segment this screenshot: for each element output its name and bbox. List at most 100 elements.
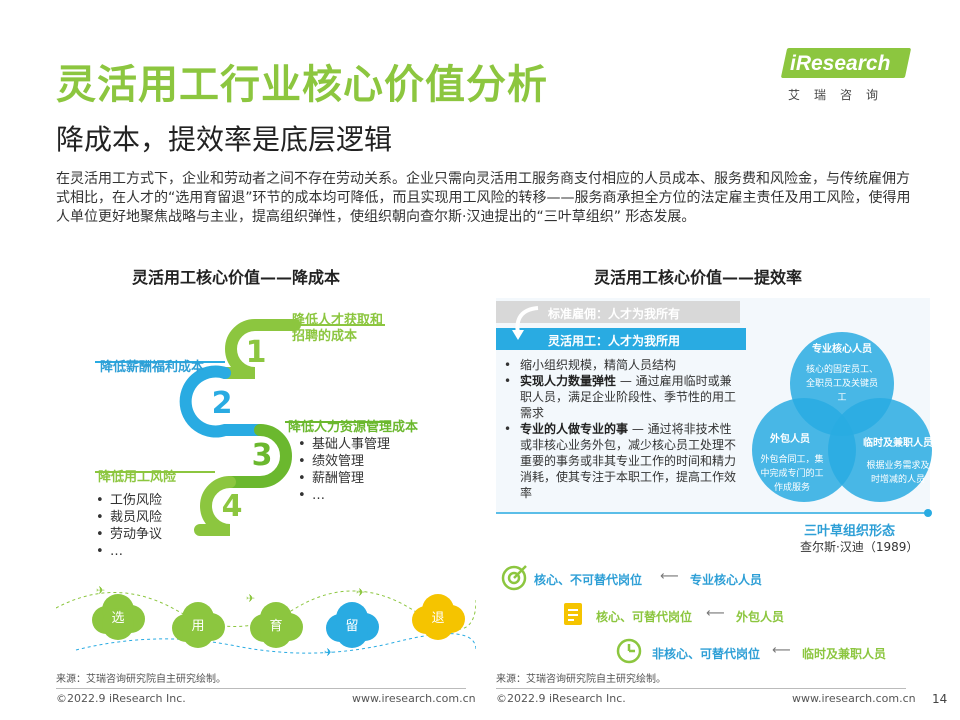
standard-employment-bar	[496, 301, 740, 323]
step-3-label: 降低人力资源管理成本	[288, 420, 419, 435]
list-item: …	[96, 543, 162, 560]
logo-brand-text: iResearch	[790, 52, 891, 75]
list-item: 专业的人做专业的事 — 通过将非技术性或非核心业务外包，减少核心员工处理不重要的…	[504, 421, 736, 501]
step-2-label: 降低薪酬福利成本	[100, 360, 205, 375]
arrow-left-icon: ⟵	[706, 606, 725, 621]
plane-icon: ✈	[324, 646, 333, 659]
right-section-heading: 灵活用工核心价值——提效率	[594, 268, 803, 287]
bullet-bold: 实现人力数量弹性	[520, 374, 617, 388]
shamrock-label: 三叶草组织形态	[804, 524, 896, 539]
plane-icon: ✈	[96, 584, 105, 597]
arrow-left-icon: ⟵	[660, 569, 679, 584]
bullet-text: 缩小组织规模，精简人员结构	[520, 358, 677, 372]
logo-cn-text: 艾瑞咨询	[788, 88, 893, 102]
right-footer-divider	[496, 688, 906, 689]
list-item: 绩效管理	[298, 453, 390, 470]
cloud-label: 退	[431, 611, 444, 626]
step-1-label: 降低人才获取和 招聘的成本	[292, 313, 383, 345]
venn-temp-desc: 根据业务需求及	[866, 459, 929, 471]
list-item: 基础人事管理	[298, 436, 390, 453]
iresearch-logo: iResearch 艾瑞咨询	[780, 48, 916, 106]
right-footer-copyright: ©2022.9 iResearch Inc.	[496, 692, 626, 705]
venn-temp-desc: 时增减的人员	[871, 473, 925, 485]
row-1-right: 专业核心人员	[690, 573, 763, 587]
intro-paragraph: 在灵活用工方式下，企业和劳动者之间不存在劳动关系。企业只需向灵活用工服务商支付相…	[56, 171, 911, 225]
cloud-label: 选	[111, 611, 124, 626]
efficiency-bullets: 缩小组织规模，精简人员结构 实现人力数量弹性 — 通过雇用临时或兼职人员，满足企…	[504, 357, 736, 501]
standard-employment-label: 标准雇佣：人才为我所有	[548, 307, 681, 321]
right-panel-bottom-line	[496, 509, 932, 517]
plane-icon: ✈	[356, 586, 365, 599]
left-source-note: 来源：艾瑞咨询研究院自主研究绘制。	[56, 674, 226, 685]
step-2-arc	[179, 365, 266, 438]
venn-outsource-desc: 中完成专门的工	[760, 467, 823, 479]
list-item: 缩小组织规模，精简人员结构	[504, 357, 736, 373]
author-citation: 查尔斯·汉迪（1989）	[800, 540, 919, 554]
cloud-label: 育	[269, 618, 282, 634]
flexible-employment-bar	[496, 328, 746, 350]
row-3-left: 非核心、可替代岗位	[652, 647, 761, 661]
left-footer-divider	[56, 688, 466, 689]
list-item: 实现人力数量弹性 — 通过雇用临时或兼职人员，满足企业阶段性、季节性的用工需求	[504, 373, 736, 421]
step-2-number: 2	[212, 386, 233, 421]
page-title: 灵活用工行业核心价值分析	[56, 62, 548, 108]
step-1-arc	[219, 319, 301, 379]
page-number: 14	[932, 692, 948, 706]
left-footer-url: www.iresearch.com.cn	[352, 692, 476, 705]
left-section-heading: 灵活用工核心价值——降成本	[132, 268, 341, 287]
list-item: 劳动争议	[96, 526, 162, 543]
step-1-number: 1	[246, 335, 267, 370]
venn-core-title: 专业核心人员	[812, 342, 872, 355]
step-1-label-line2: 招聘的成本	[292, 329, 358, 344]
list-item: …	[298, 487, 390, 504]
venn-outsource-title: 外包人员	[769, 432, 810, 445]
venn-temp-title: 临时及兼职人员	[863, 436, 933, 449]
plane-icon: ✈	[246, 592, 255, 605]
cloud-5: 退	[412, 594, 465, 640]
document-icon	[564, 603, 582, 625]
step-4-number: 4	[222, 489, 243, 524]
venn-core-desc: 工	[837, 393, 846, 403]
list-item: 薪酬管理	[298, 470, 390, 487]
step-4-label: 降低用工风险	[98, 470, 177, 485]
venn-core-desc: 核心的固定员工、	[806, 363, 878, 375]
list-item: 裁员风险	[96, 509, 162, 526]
row-2-left: 核心、可替代岗位	[596, 610, 693, 624]
venn-core-desc: 全职员工及关键员	[806, 377, 878, 389]
step-3-arc	[224, 424, 292, 488]
bullet-bold: 专业的人做专业的事	[520, 422, 629, 436]
venn-outsource-desc: 外包合同工，集	[760, 453, 823, 465]
flexible-employment-label: 灵活用工：人才为我所用	[548, 334, 681, 348]
cloud-3: 育	[250, 602, 303, 648]
step-1-label-line1: 降低人才获取和	[292, 313, 384, 328]
target-icon	[501, 565, 527, 591]
left-footer-copyright: ©2022.9 iResearch Inc.	[56, 692, 186, 705]
step-4-arc	[194, 476, 236, 536]
right-source-note: 来源：艾瑞咨询研究院自主研究绘制。	[496, 674, 666, 685]
step-3-number: 3	[252, 438, 273, 473]
curve-arrow-icon	[512, 306, 539, 340]
cloud-label: 用	[191, 619, 204, 634]
clock-icon	[616, 638, 642, 664]
shamrock-venn-diagram: 专业核心人员 核心的固定员工、 全职员工及关键员 工 外包人员 外包合同工，集 …	[752, 332, 933, 502]
arrow-left-icon: ⟵	[772, 643, 791, 658]
row-3-right: 临时及兼职人员	[802, 647, 887, 661]
cloud-1: 选	[92, 594, 145, 640]
cost-steps-graphic: 1 2 3 4	[95, 319, 390, 536]
cloud-2: 用	[172, 602, 225, 648]
cloud-label: 留	[345, 619, 358, 634]
right-footer-url: www.iresearch.com.cn	[792, 692, 916, 705]
row-2-right: 外包人员	[736, 610, 785, 624]
talent-cycle-clouds: ✈ ✈ ✈ ✈ 选用 育 留 退	[56, 584, 476, 659]
venn-outsource-desc: 作成服务	[774, 481, 810, 493]
row-1-left: 核心、不可替代岗位	[534, 573, 643, 587]
page-subtitle: 降成本，提效率是底层逻辑	[56, 123, 393, 156]
step-3-bullets: 基础人事管理 绩效管理 薪酬管理 …	[298, 436, 390, 504]
list-item: 工伤风险	[96, 492, 162, 509]
bullet-text: — 通过雇用临时或兼职人员，满足企业阶段性、季节性的用工需求	[520, 374, 737, 420]
step-4-bullets: 工伤风险 裁员风险 劳动争议 …	[96, 492, 162, 560]
bullet-text: — 通过将非技术性或非核心业务外包，减少核心员工处理不重要的事务或非其专业工作的…	[520, 422, 737, 500]
temp-circle	[828, 398, 932, 502]
cloud-4: 留	[326, 602, 379, 648]
outsource-circle	[752, 398, 856, 502]
